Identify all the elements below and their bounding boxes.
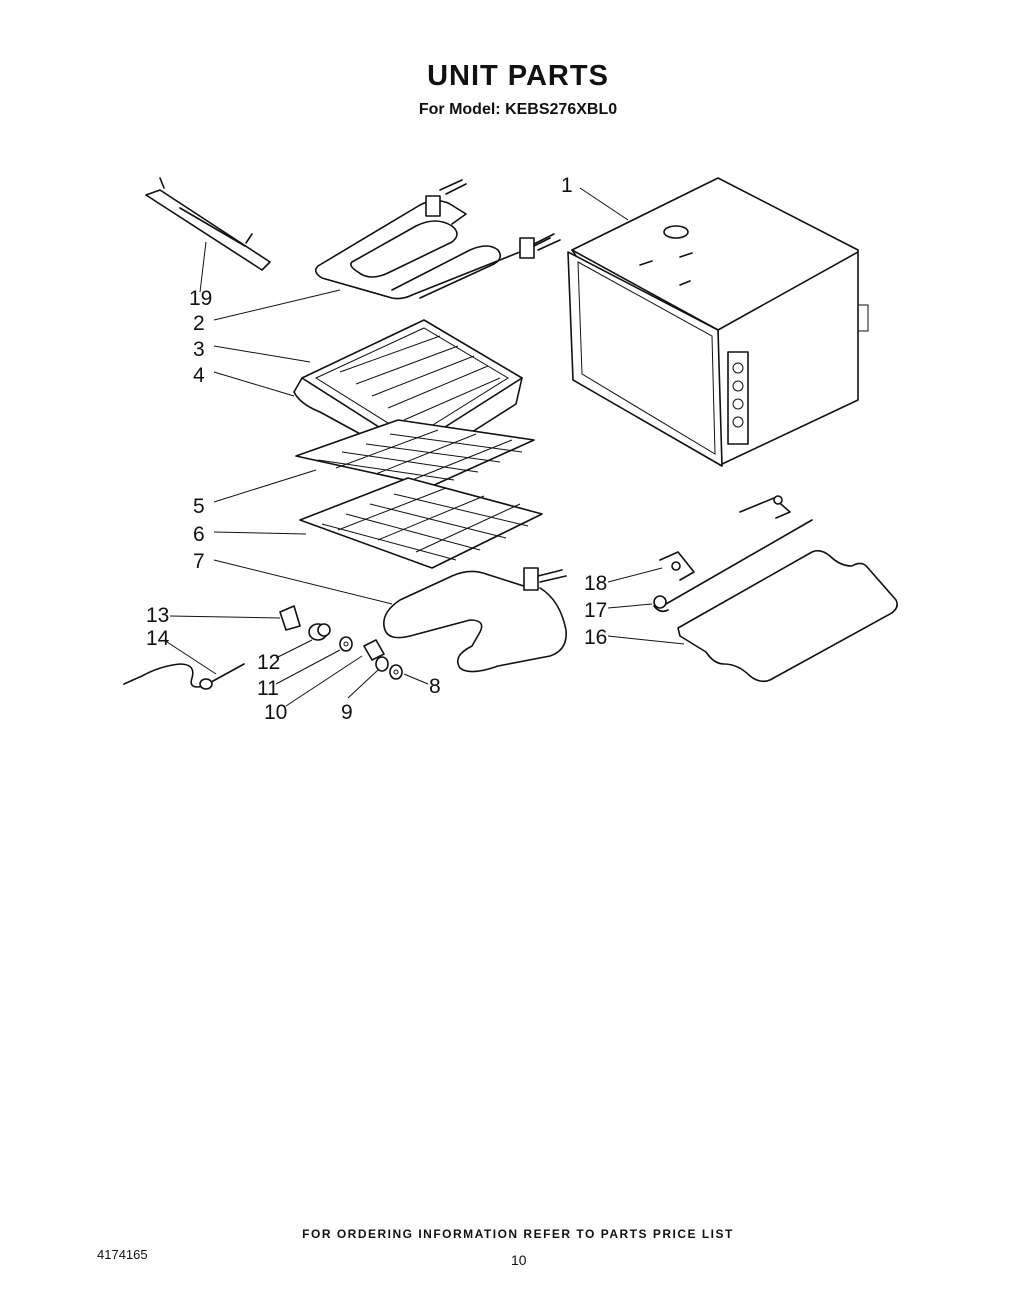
- document-number: 4174165: [97, 1247, 148, 1262]
- part-bake-element: [383, 567, 567, 673]
- callout-2: 2: [193, 312, 205, 335]
- callout-19: 19: [189, 287, 212, 310]
- callout-14: 14: [146, 627, 170, 650]
- part-washer: [339, 636, 353, 652]
- callout-6: 6: [193, 523, 205, 546]
- callout-11: 11: [257, 677, 279, 700]
- part-sensor-probe: [123, 663, 245, 690]
- part-oven-rack-lower: [299, 477, 543, 569]
- part-oven-rack-upper: [295, 419, 535, 487]
- callout-13: 13: [146, 604, 169, 627]
- callout-1: 1: [561, 174, 573, 197]
- callout-17: 17: [584, 599, 607, 622]
- part-socket: [308, 623, 331, 641]
- callout-3: 3: [193, 338, 205, 361]
- part-bracket: [145, 177, 271, 271]
- part-broil-element: [314, 179, 561, 300]
- callout-12: 12: [257, 651, 280, 674]
- ordering-note: FOR ORDERING INFORMATION REFER TO PARTS …: [302, 1227, 734, 1241]
- part-nut: [389, 664, 403, 680]
- callout-4: 4: [193, 364, 205, 387]
- callout-10: 10: [264, 701, 287, 724]
- callout-9: 9: [341, 701, 353, 724]
- callout-18: 18: [584, 572, 607, 595]
- page-title: UNIT PARTS: [427, 60, 609, 92]
- part-bake-element-hidden: [677, 549, 898, 683]
- part-clip-sensor: [659, 551, 695, 581]
- page-number: 10: [511, 1252, 527, 1268]
- callout-labels: 1 2 3 4 5 6 7 8 9 10 11 12 13 14 16 17 1…: [146, 174, 607, 724]
- part-bracket-small: [363, 639, 385, 661]
- model-subtitle: For Model: KEBS276XBL0: [418, 101, 618, 118]
- callout-8: 8: [429, 675, 441, 698]
- leader-lines: [163, 187, 685, 707]
- callout-7: 7: [193, 550, 205, 573]
- callout-16: 16: [584, 626, 607, 649]
- part-sensor: [653, 495, 813, 613]
- part-clip: [279, 605, 301, 631]
- callout-5: 5: [193, 495, 205, 518]
- part-oven-cavity: [567, 177, 869, 467]
- part-spacer: [375, 656, 389, 672]
